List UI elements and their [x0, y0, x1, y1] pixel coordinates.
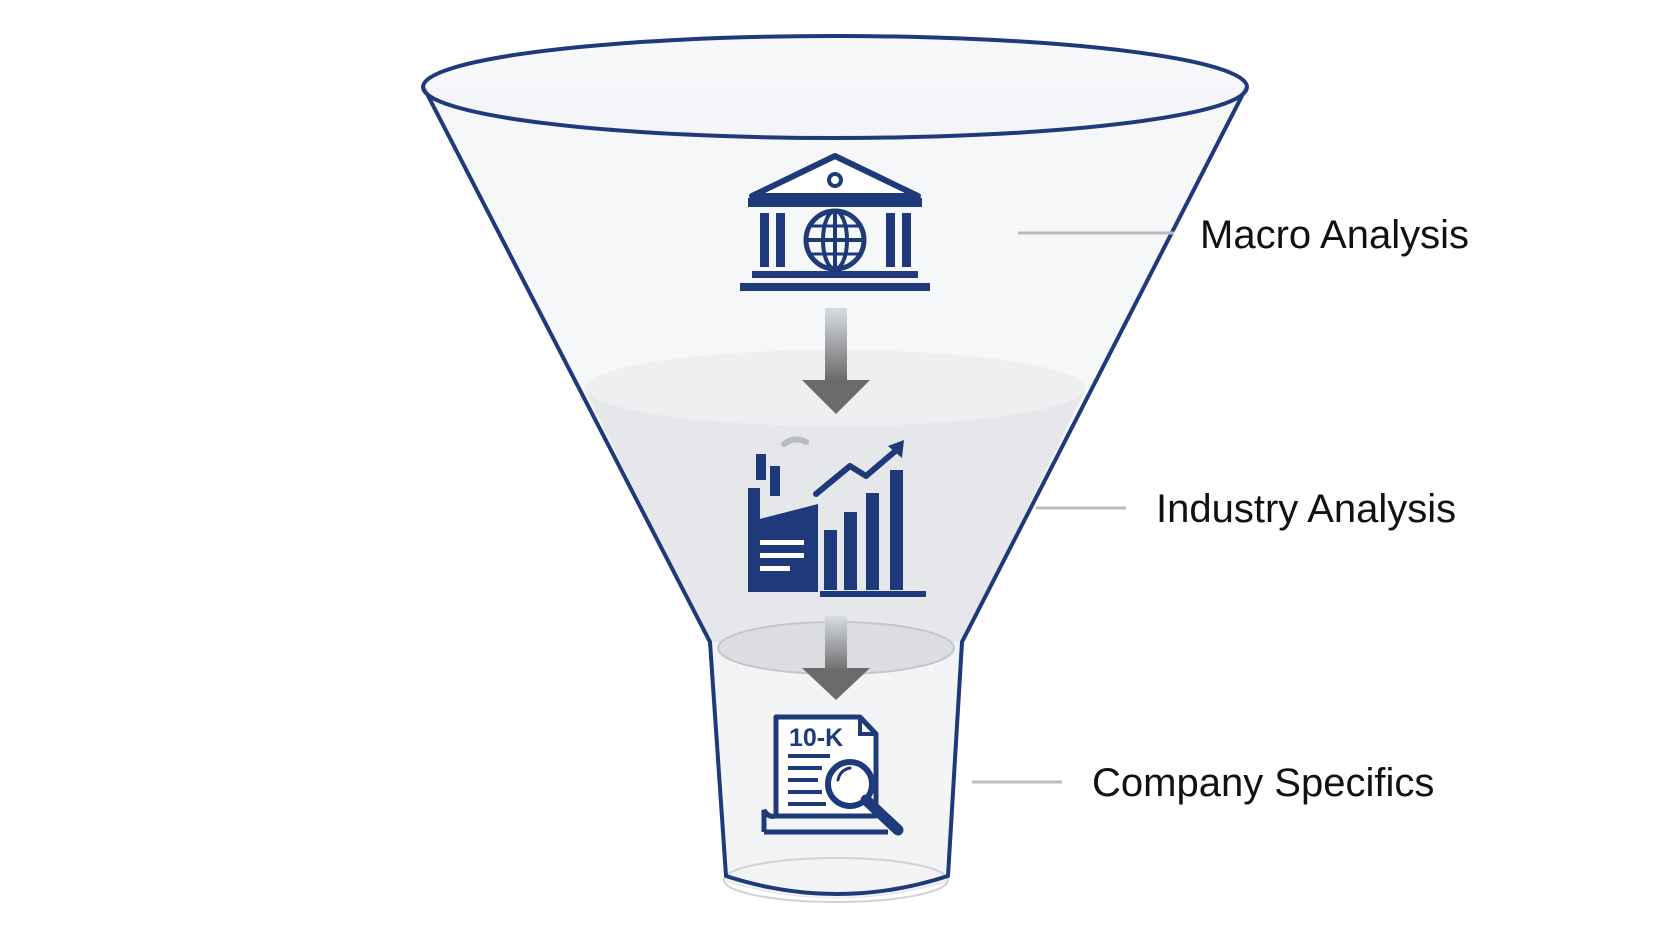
arrow-down-icon: [802, 308, 870, 414]
arrow-down-icon: [802, 616, 870, 700]
document-icon-text: 10-K: [789, 724, 843, 752]
stage-label-company: Company Specifics: [1092, 761, 1434, 805]
funnel-bottom-ellipse: [723, 857, 949, 903]
document-magnifier-icon: 10-K: [761, 714, 904, 836]
funnel: [421, 34, 1249, 903]
funnel-band-fill: [585, 390, 1085, 642]
bank-globe-icon: [740, 153, 930, 291]
funnel-rim: [421, 34, 1249, 140]
factory-chart-icon: [748, 436, 926, 597]
stage-label-industry: Industry Analysis: [1156, 487, 1456, 531]
funnel-outline: [422, 87, 1248, 896]
stage-label-macro: Macro Analysis: [1200, 213, 1469, 257]
